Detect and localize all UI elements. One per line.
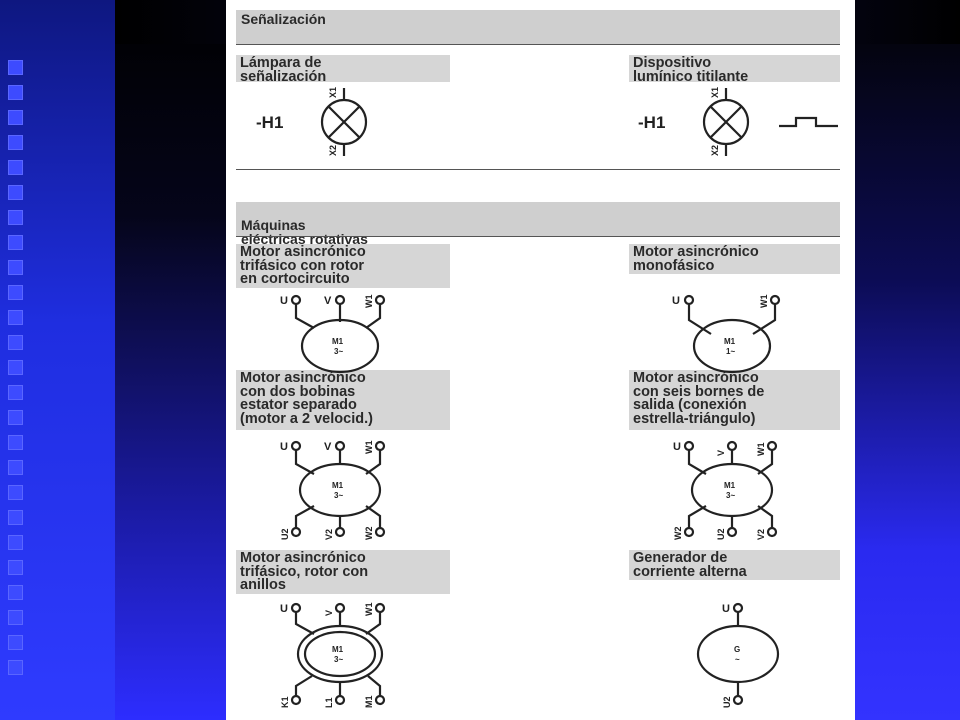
- terminal-label: V: [716, 450, 726, 456]
- terminal-label: U2: [716, 528, 726, 540]
- terminal-label: W2: [673, 527, 683, 541]
- terminal-label: W1: [364, 295, 374, 309]
- generador-symbol: [696, 602, 780, 706]
- terminal-label: U: [672, 295, 680, 307]
- section-header-senalizacion: Señalización: [236, 10, 840, 44]
- terminal-label: W1: [759, 295, 769, 309]
- motor-anillos-symbol: [290, 602, 386, 706]
- motor-id: M1: [724, 337, 736, 346]
- motor-id: G: [734, 645, 740, 654]
- motor-id: M1: [724, 481, 736, 490]
- label-motor-anillos: Motor asincrónico trifásico, rotor con a…: [236, 550, 450, 594]
- motor-monofasico-symbol: [683, 294, 781, 374]
- label-motor-seis-bornes: Motor asincrónico con seis bornes de sal…: [629, 370, 840, 430]
- left-decor-strip: [0, 0, 115, 720]
- flash-symbol: [702, 88, 838, 156]
- motor-phase: 3~: [334, 347, 343, 356]
- lamp-symbol: [320, 88, 368, 156]
- motor-trifasico-symbol: [290, 294, 386, 374]
- blink-wave-icon: [779, 116, 838, 128]
- terminal-label: W2: [364, 527, 374, 541]
- terminal-label: U: [280, 295, 288, 307]
- motor-phase: 3~: [334, 491, 343, 500]
- divider: [236, 236, 840, 237]
- terminal-label: V: [324, 441, 332, 453]
- terminal-label: V: [324, 610, 334, 616]
- label-motor-dos-bobinas: Motor asincrónico con dos bobinas estato…: [236, 370, 450, 430]
- motor-dos-bobinas-symbol: [290, 440, 386, 538]
- terminal-label: U: [722, 603, 730, 615]
- terminal-label: W1: [756, 443, 766, 457]
- motor-phase: 3~: [726, 491, 735, 500]
- terminal-label: U: [280, 603, 288, 615]
- motor-id: M1: [332, 481, 344, 490]
- flash-x1: X1: [710, 87, 720, 98]
- terminal-label: L1: [324, 697, 334, 708]
- flash-tag: -H1: [638, 113, 665, 132]
- lamp-tag: -H1: [256, 113, 283, 132]
- terminal-label: U2: [722, 696, 732, 708]
- motor-id: M1: [332, 337, 344, 346]
- terminal-label: W1: [364, 441, 374, 455]
- label-generador: Generador de corriente alterna: [629, 550, 840, 580]
- flash-x2: X2: [710, 145, 720, 156]
- terminal-label: W1: [364, 603, 374, 617]
- label-lamp: Lámpara de señalización: [236, 55, 450, 84]
- section-title: Máquinas eléctricas rotativas: [241, 217, 368, 247]
- terminal-label: V2: [756, 529, 766, 540]
- label-flash: Dispositivo lumínico titilante: [629, 55, 840, 84]
- terminal-label: U: [673, 441, 681, 453]
- terminal-label: V: [324, 295, 332, 307]
- terminal-label: M1: [364, 695, 374, 708]
- terminal-label: U: [280, 441, 288, 453]
- section-header-maquinas: Máquinas eléctricas rotativas: [236, 202, 840, 246]
- right-decor-strip: [855, 44, 960, 720]
- terminal-label: V2: [324, 529, 334, 540]
- symbol-sheet: Señalización Máquinas eléctricas rotativ…: [226, 0, 855, 720]
- terminal-label: U2: [280, 528, 290, 540]
- motor-seis-bornes-symbol: [683, 440, 778, 538]
- divider: [236, 169, 840, 170]
- motor-phase: 1~: [726, 347, 735, 356]
- label-motor-monofasico: Motor asincrónico monofásico: [629, 244, 840, 274]
- motor-phase: 3~: [334, 655, 343, 664]
- motor-id: M1: [332, 645, 344, 654]
- motor-phase: ~: [735, 655, 740, 664]
- lamp-x1: X1: [328, 87, 338, 98]
- divider: [236, 44, 840, 45]
- section-title: Señalización: [241, 11, 326, 27]
- lamp-x2: X2: [328, 145, 338, 156]
- label-motor-trifasico: Motor asincrónico trifásico con rotor en…: [236, 244, 450, 288]
- decor-squares: [8, 60, 26, 685]
- terminal-label: K1: [280, 696, 290, 708]
- symbols-drawing: -H1 X1 X2 -H1 X1 X2 U V W1 M1 3~ U W1 M1…: [256, 87, 838, 708]
